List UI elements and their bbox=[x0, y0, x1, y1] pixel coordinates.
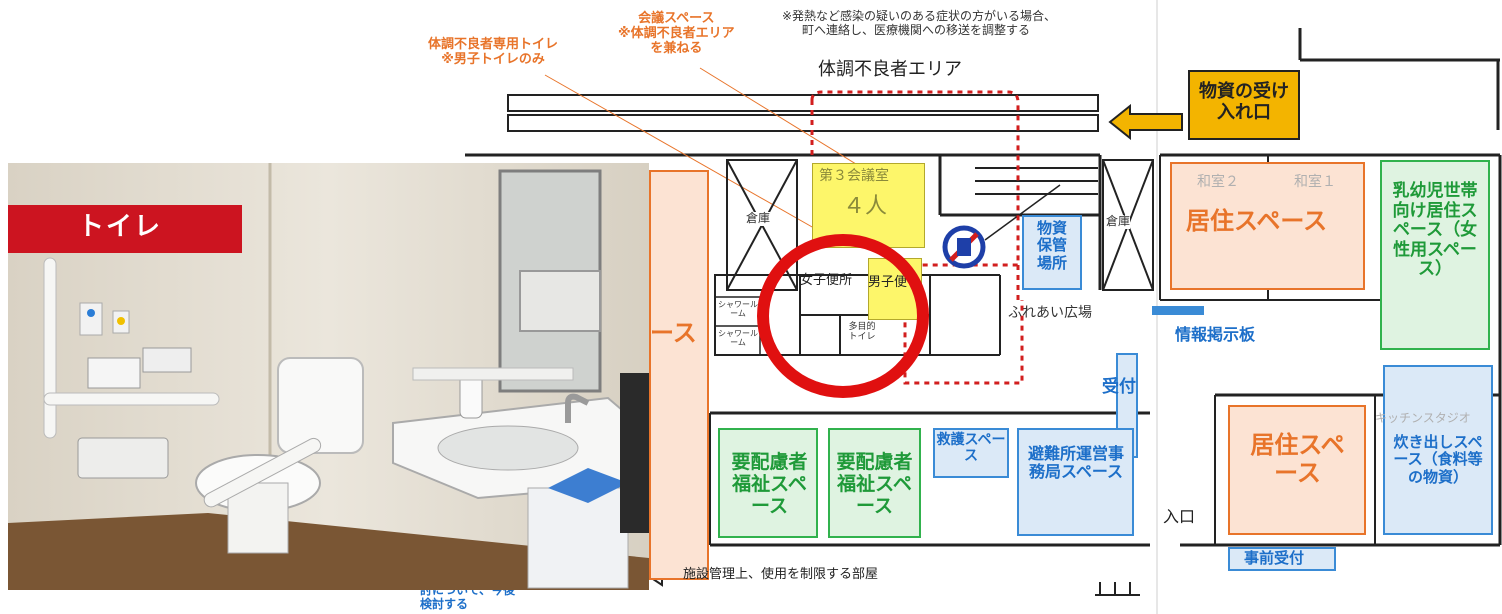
care-space-2 bbox=[828, 428, 921, 538]
photo-tag-label: トイレ bbox=[78, 212, 163, 242]
care-space-1-label: 要配慮者福祉スペース bbox=[731, 451, 808, 517]
rescue-space-label: 救護スペース bbox=[936, 432, 1006, 465]
living-space-bottom-label: 居住スペース bbox=[1250, 431, 1345, 487]
shower-2-label: シャワールーム bbox=[718, 329, 758, 348]
care-space-1 bbox=[718, 428, 818, 538]
left-living-space bbox=[649, 170, 709, 580]
toilet-note: 体調不良者専用トイレ ※男子トイレのみ bbox=[428, 37, 559, 67]
fever-note: ※発熱など感染の疑いのある症状の方がいる場合、 町へ連絡し、医療機関への移送を調… bbox=[782, 9, 1057, 37]
washitsu-1-label: 和室１ bbox=[1294, 174, 1336, 190]
kitchen-studio-label: キッチンスタジオ bbox=[1375, 411, 1471, 425]
goods-receiving-sign bbox=[1188, 70, 1300, 140]
shower-1-label: シャワールーム bbox=[718, 300, 758, 319]
goods-storage-label: 物資保管場所 bbox=[1036, 219, 1067, 272]
reception-label: 受付 bbox=[1102, 377, 1136, 397]
kitchen-space bbox=[1383, 365, 1493, 535]
living-space-top-label: 居住スペース bbox=[1186, 207, 1328, 235]
pre-reception bbox=[1228, 547, 1336, 571]
infant-space-label: 乳幼児世帯向け居住スペース（女性用スペース） bbox=[1392, 181, 1478, 280]
left-living-space-label: ース bbox=[650, 319, 697, 347]
care-space-2-label: 要配慮者福祉スペース bbox=[836, 451, 913, 517]
multipurpose-toilet-label: 多目的トイレ bbox=[848, 322, 876, 343]
rescue-space bbox=[933, 428, 1009, 478]
living-space-bottom bbox=[1228, 405, 1366, 535]
pre-reception-label: 事前受付 bbox=[1244, 549, 1305, 567]
goods-receiving-label: 物資の受け入れ口 bbox=[1199, 81, 1289, 123]
highlight-circle bbox=[757, 234, 929, 398]
toilet-illustration bbox=[8, 163, 649, 590]
office-space-label: 避難所運営事務局スペース bbox=[1027, 444, 1124, 482]
womens-toilet-label: 女子便所 bbox=[800, 273, 853, 288]
kitchen-space-label: 炊き出しスペース（食料等の物資） bbox=[1393, 433, 1483, 486]
sick-area-title: 体調不良者エリア bbox=[818, 59, 962, 80]
left-arrow-icon bbox=[1108, 104, 1183, 140]
storage-right-label: 倉庫 bbox=[1106, 214, 1131, 229]
toilet-photo: トイレ bbox=[8, 163, 649, 590]
meeting-room-3: 第３会議室 ４人 bbox=[812, 163, 925, 248]
entrance-label: 入口 bbox=[1163, 507, 1196, 526]
office-space bbox=[1017, 428, 1134, 536]
restricted-legend: 施設管理上、使用を制限する部屋 bbox=[683, 567, 879, 582]
goods-storage bbox=[1022, 215, 1082, 290]
infant-space bbox=[1380, 160, 1490, 350]
photo-tag bbox=[8, 205, 242, 253]
info-board-label: 情報掲示板 bbox=[1175, 325, 1256, 344]
no-entry-icon bbox=[942, 225, 986, 269]
washitsu-2-label: 和室２ bbox=[1197, 174, 1239, 190]
living-space-top bbox=[1170, 162, 1365, 290]
mens-toilet-label: 男子便 bbox=[868, 275, 908, 290]
fureai-plaza-label: ふれあい広場 bbox=[1008, 305, 1092, 321]
meeting-note: 会議スペース ※体調不良者エリア を兼ねる bbox=[618, 11, 735, 56]
storage-left-label: 倉庫 bbox=[746, 211, 771, 226]
